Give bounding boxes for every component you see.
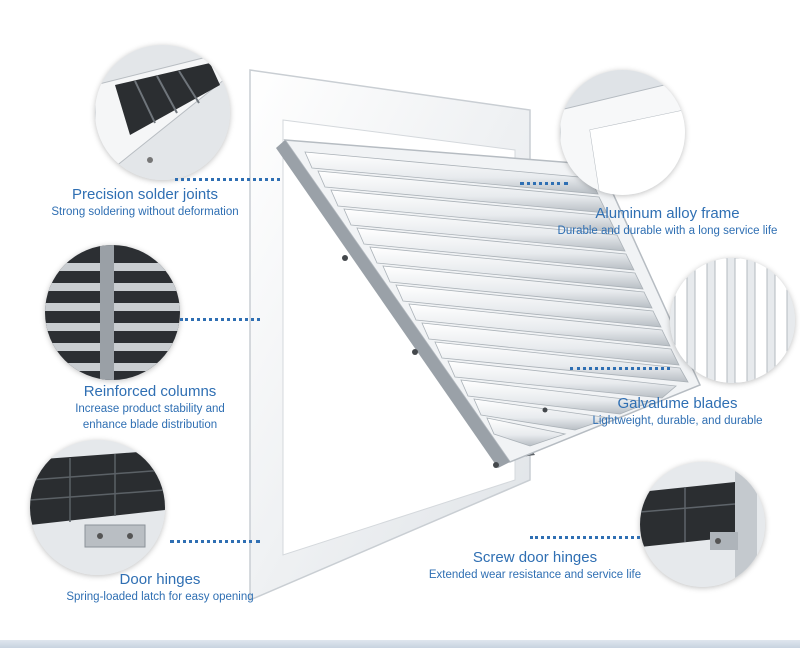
bottom-border: [0, 640, 800, 648]
feature-title: Aluminum alloy frame: [595, 205, 740, 222]
galvalume-blades-closeup: [670, 258, 795, 383]
feature-title: Door hinges: [119, 571, 201, 588]
leader-blades: [570, 367, 670, 370]
leader-columns: [180, 318, 260, 321]
feature-screw: Screw door hinges Extended wear resistan…: [410, 549, 660, 583]
feature-desc: Increase product stability and: [75, 403, 225, 415]
feature-title: Screw door hinges: [472, 549, 598, 566]
feature-frame: Aluminum alloy frame Durable and durable…: [540, 205, 795, 239]
feature-title: Galvalume blades: [617, 395, 738, 412]
feature-solder: Precision solder joints Strong soldering…: [20, 186, 270, 220]
leader-screw: [530, 536, 640, 539]
leader-frame: [520, 182, 568, 185]
leader-hinges: [170, 540, 260, 543]
feature-desc: enhance blade distribution: [82, 419, 218, 431]
feature-desc: Strong soldering without deformation: [51, 206, 239, 218]
solder-joint-closeup: [95, 45, 230, 180]
aluminum-frame-closeup: [560, 70, 685, 195]
feature-desc: Lightweight, durable, and durable: [592, 415, 763, 427]
reinforced-columns-closeup: [45, 245, 180, 380]
feature-hinges: Door hinges Spring-loaded latch for easy…: [40, 571, 280, 605]
feature-title: Precision solder joints: [72, 186, 218, 203]
screw-hinge-closeup: [640, 462, 765, 587]
door-hinge-closeup: [30, 440, 165, 575]
feature-title: Reinforced columns: [83, 383, 217, 400]
feature-columns: Reinforced columns Increase product stab…: [20, 383, 280, 433]
feature-desc: Durable and durable with a long service …: [557, 225, 778, 237]
feature-desc: Extended wear resistance and service lif…: [428, 569, 642, 581]
louver-door: [276, 139, 702, 468]
feature-blades: Galvalume blades Lightweight, durable, a…: [560, 395, 795, 429]
feature-desc: Spring-loaded latch for easy opening: [66, 591, 254, 603]
leader-solder: [175, 178, 280, 181]
